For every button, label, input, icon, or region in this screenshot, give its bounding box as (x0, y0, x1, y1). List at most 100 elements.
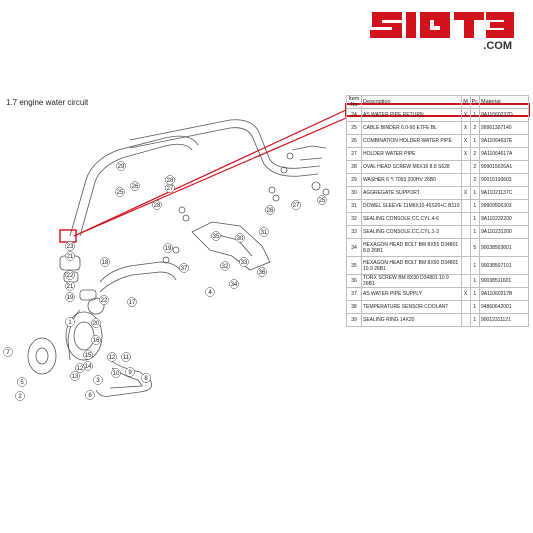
row-material: 9A110231200 (479, 225, 529, 239)
svg-text:25: 25 (117, 190, 124, 196)
svg-text:21: 21 (67, 254, 74, 260)
row-pc: 1 (469, 313, 481, 327)
svg-text:36: 36 (259, 270, 266, 276)
row-description: AS WATER PIPE RETURN (361, 108, 462, 122)
row-pc: 1 (469, 186, 481, 200)
brand-logo[interactable]: .COM (368, 8, 518, 54)
callout-2: 2 (15, 391, 25, 401)
row-m (460, 212, 471, 226)
svg-text:14: 14 (85, 364, 92, 370)
row-material: 9A11060237D (479, 108, 529, 122)
callout-27b: 27 (291, 200, 301, 210)
logo-mark (370, 12, 514, 38)
row-pc: 1 (469, 199, 481, 213)
callout-31: 31 (259, 227, 269, 237)
callout-30: 30 (235, 233, 245, 243)
callout-29: 29 (116, 161, 126, 171)
svg-text:25: 25 (319, 198, 326, 204)
callout-25: 25 (115, 187, 125, 197)
svg-text:33: 33 (241, 260, 248, 266)
svg-text:29: 29 (118, 164, 125, 170)
svg-text:5: 5 (20, 380, 24, 386)
row-m (460, 300, 471, 314)
callout-28b: 28 (165, 175, 175, 185)
row-material: 9A11060217B (479, 287, 529, 301)
row-description: TEMPERATURE SENSOR COOLANT (361, 300, 462, 314)
svg-text:12: 12 (109, 355, 116, 361)
svg-text:27: 27 (167, 186, 174, 192)
row-item-no: 28 (346, 160, 362, 174)
row-item-no: 33 (346, 225, 362, 239)
row-description: TORX SCREW BM 8X30 D34801 10.9 26B1 (361, 274, 462, 288)
callout-6: 6 (85, 390, 95, 400)
row-item-no: 38 (346, 300, 362, 314)
callout-26: 26 (130, 181, 140, 191)
callout-lines (73, 109, 347, 237)
callout-11: 11 (121, 352, 131, 362)
row-description: DOWEL SLEEVE 11M6X10 46S20+C B110 (361, 199, 462, 213)
svg-text:10: 10 (113, 371, 120, 377)
svg-text:35: 35 (213, 234, 220, 240)
pump-housing (65, 311, 103, 361)
row-pc: 5 (469, 238, 481, 257)
logo-letters (370, 12, 514, 38)
svg-text:17: 17 (129, 300, 136, 306)
svg-text:2: 2 (18, 394, 22, 400)
row-pc: 1 (469, 134, 481, 148)
row-description: SEALING RING 14X20 (361, 313, 462, 327)
row-material: 90038507101 (479, 256, 529, 275)
row-material: 99961307140 (479, 121, 529, 135)
row-material: 999015026A1 (479, 160, 529, 174)
row-pc: 1 (469, 256, 481, 275)
row-m (460, 173, 471, 187)
row-description: AS WATER PIPE SUPPLY (361, 287, 462, 301)
row-m: X (460, 287, 471, 301)
callout-32: 32 (220, 261, 230, 271)
callout-7: 7 (3, 347, 13, 357)
callout-14: 14 (83, 361, 93, 371)
callout-12b: 12 (75, 363, 85, 373)
callout-15: 15 (83, 350, 93, 360)
callout-19a: 19 (65, 292, 75, 302)
row-m: X (460, 121, 471, 135)
row-m: X (460, 134, 471, 148)
row-item-no: 36 (346, 274, 362, 288)
callout-5: 5 (17, 377, 27, 387)
row-material: 94860642001 (479, 300, 529, 314)
callout-10: 10 (111, 368, 121, 378)
svg-text:34: 34 (231, 282, 238, 288)
row-material: 9A11021137C (479, 186, 529, 200)
row-item-no: 26 (346, 134, 362, 148)
row-pc: 1 (469, 287, 481, 301)
callout-19b: 19 (163, 243, 173, 253)
header-item-no: Item No (346, 95, 362, 109)
row-m (460, 238, 471, 257)
row-m: X (460, 186, 471, 200)
svg-text:27: 27 (293, 203, 300, 209)
svg-text:30: 30 (237, 236, 244, 242)
callout-35: 35 (211, 231, 221, 241)
svg-text:8: 8 (144, 376, 148, 382)
row-item-no: 39 (346, 313, 362, 327)
outlet-pipe (95, 359, 153, 397)
svg-text:26: 26 (132, 184, 139, 190)
return-pipe-upper (129, 119, 321, 169)
